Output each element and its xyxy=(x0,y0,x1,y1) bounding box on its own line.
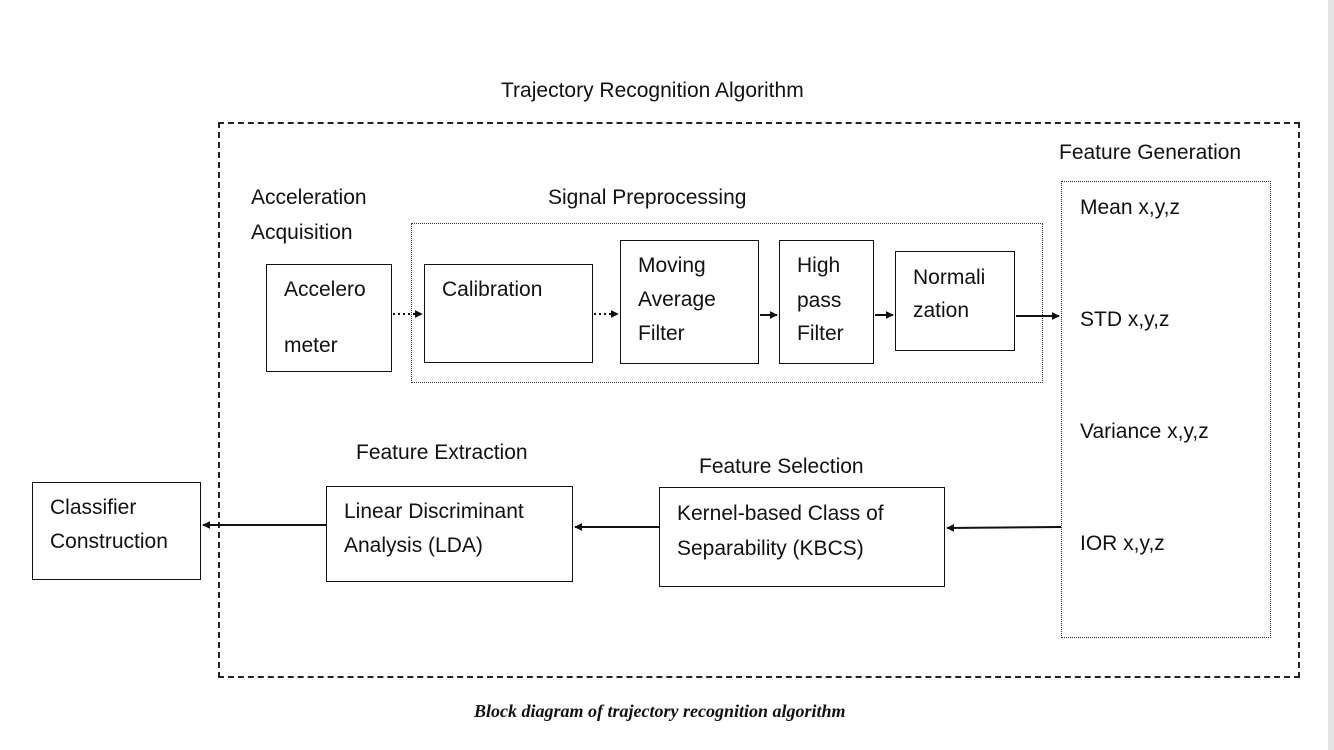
moving-average-line3: Filter xyxy=(638,322,685,345)
classifier-construction-block: Classifier Construction xyxy=(32,482,201,580)
kbcs-block: Kernel-based Class of Separability (KBCS… xyxy=(659,487,945,587)
feature-mean: Mean x,y,z xyxy=(1080,196,1180,219)
signal-preprocessing-group xyxy=(411,223,1043,383)
signal-preprocessing-label: Signal Preprocessing xyxy=(548,186,747,209)
high-pass-line2: pass xyxy=(797,289,842,312)
diagram-title: Trajectory Recognition Algorithm xyxy=(501,79,804,102)
lda-block: Linear Discriminant Analysis (LDA) xyxy=(326,486,573,582)
acceleration-acquisition-label-line2: Acquisition xyxy=(251,221,353,244)
normalization-line2: zation xyxy=(913,299,970,322)
algorithm-boundary xyxy=(218,122,1300,678)
classifier-line2: Construction xyxy=(50,530,168,553)
moving-average-line2: Average xyxy=(638,288,716,311)
feature-variance: Variance x,y,z xyxy=(1080,420,1209,443)
feature-ior: IOR x,y,z xyxy=(1080,532,1165,555)
arrow-feature-generation-to-kbcs xyxy=(946,523,1062,532)
high-pass-filter-block: High pass Filter xyxy=(779,240,874,364)
normalization-block: Normali zation xyxy=(895,251,1015,351)
page-edge xyxy=(1328,0,1334,750)
kbcs-line1: Kernel-based Class of xyxy=(677,502,884,525)
high-pass-line3: Filter xyxy=(797,322,844,345)
kbcs-line2: Separability (KBCS) xyxy=(677,537,864,560)
high-pass-line1: High xyxy=(797,254,841,277)
lda-line2: Analysis (LDA) xyxy=(344,534,483,557)
feature-std: STD x,y,z xyxy=(1080,308,1170,331)
lda-line1: Linear Discriminant xyxy=(344,500,524,523)
feature-generation-group: Mean x,y,z STD x,y,z Variance x,y,z IOR … xyxy=(1061,181,1271,638)
accelerometer-line1: Accelero xyxy=(284,278,366,301)
calibration-block: Calibration xyxy=(424,264,593,363)
normalization-line1: Normali xyxy=(913,266,986,289)
moving-average-line1: Moving xyxy=(638,254,706,277)
feature-extraction-label: Feature Extraction xyxy=(356,441,528,464)
feature-generation-label: Feature Generation xyxy=(1059,141,1242,164)
figure-caption: Block diagram of trajectory recognition … xyxy=(474,701,846,721)
classifier-line1: Classifier xyxy=(50,496,137,519)
accelerometer-line2: meter xyxy=(284,334,338,357)
moving-average-filter-block: Moving Average Filter xyxy=(620,240,759,364)
feature-selection-label: Feature Selection xyxy=(699,455,864,478)
accelerometer-block: Accelero meter xyxy=(266,264,392,372)
acceleration-acquisition-label-line1: Acceleration xyxy=(251,186,367,209)
calibration-text: Calibration xyxy=(442,278,543,301)
